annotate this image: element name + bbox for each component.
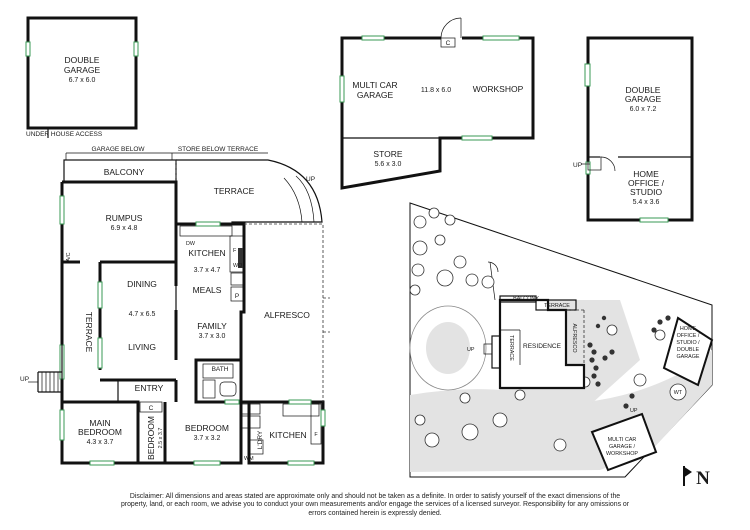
robe-label: C (149, 405, 154, 412)
kitchen-size: 3.7 x 4.7 (194, 267, 221, 274)
alfresco-label: ALFRESCO (264, 310, 310, 320)
ac-label: A/C (66, 252, 72, 261)
site-studio-label-4: DOUBLE (677, 347, 700, 353)
home-office-label-3: STUDIO (630, 187, 663, 197)
site-residence-label: RESIDENCE (523, 343, 562, 350)
north-arrow-icon: N (683, 466, 710, 489)
main-bedroom-label-2: BEDROOM (78, 427, 122, 437)
fridge-label: F (233, 248, 237, 254)
fridge2-label: F (314, 432, 318, 438)
terrace-label: TERRACE (214, 186, 255, 196)
site-up-label-1: UP (467, 347, 475, 353)
workshop-label: WORKSHOP (473, 84, 524, 94)
store-label: STORE (373, 149, 402, 159)
garage-under-size: 6.7 x 6.0 (69, 77, 96, 84)
kitchen-label: KITCHEN (188, 248, 225, 258)
washing-machine-label: WM (244, 456, 254, 462)
studio-garage-size: 6.0 x 7.2 (630, 106, 657, 113)
home-office-label-1: HOME (633, 169, 659, 179)
site-balcony-label: BALCONY (513, 296, 539, 302)
studio-plan: DOUBLE GARAGE 6.0 x 7.2 HOME OFFICE / ST… (573, 36, 694, 223)
bath-label: BATH (212, 366, 229, 373)
studio-garage-label-1: DOUBLE (626, 85, 661, 95)
bedroom-size: 3.7 x 3.2 (194, 435, 221, 442)
family-size: 3.7 x 3.0 (199, 333, 226, 340)
garage-under-plan: DOUBLE GARAGE 6.7 x 6.0 UNDER HOUSE ACCE… (25, 16, 139, 138)
store-size: 5.6 x 3.0 (375, 161, 402, 168)
disclaimer-text: Disclaimer: All dimensions and areas sta… (120, 493, 630, 517)
dining-living-size: 4.7 x 6.5 (129, 311, 156, 318)
site-workshop-label-1: MULTI CAR (608, 437, 637, 443)
bedroom-label: BEDROOM (185, 423, 229, 433)
water-tank-label: WT (674, 390, 683, 396)
stairs-up-label: UP (20, 376, 29, 383)
garage-under-label-2: GARAGE (64, 65, 101, 75)
site-workshop-label-3: WORKSHOP (606, 451, 638, 457)
home-office-label-2: OFFICE / (628, 178, 665, 188)
garage-under-label-1: DOUBLE (65, 55, 100, 65)
rumpus-size: 6.9 x 4.8 (111, 225, 138, 232)
site-studio-label-5: GARAGE (676, 354, 699, 360)
laundry-label: L'DRY (257, 430, 264, 449)
home-office-size: 5.4 x 3.6 (633, 199, 660, 206)
meals-label: MEALS (193, 285, 222, 295)
site-plan: BALCONY TERRACE RESIDENCE TERRACE ALFRES… (409, 202, 714, 478)
balcony-label: BALCONY (104, 167, 145, 177)
north-label: N (696, 468, 710, 489)
workshop-cupboard-label: C (446, 40, 451, 47)
wall-oven-label: WO (233, 263, 242, 269)
entry-label: ENTRY (135, 383, 164, 393)
site-studio-label-1: HOME (680, 326, 697, 332)
site-studio-label-3: STUDIO / (676, 340, 700, 346)
site-side-terrace-label: TERRACE (508, 335, 514, 361)
workshop-plan: C MULTI CAR GARAGE 11.8 x 6.0 WORKSHOP S… (339, 17, 535, 190)
under-house-access-label: UNDER HOUSE ACCESS (26, 131, 103, 138)
kitchen2-label: KITCHEN (269, 430, 306, 440)
studio-up-label: UP (573, 162, 582, 169)
small-bedroom-size: 2.5 x 3.7 (158, 428, 164, 449)
terrace-up-label: UP (306, 176, 315, 183)
multi-car-garage-label-2: GARAGE (357, 90, 394, 100)
multi-car-garage-size: 11.8 x 6.0 (421, 87, 451, 94)
dishwasher-label: DW (186, 241, 196, 247)
main-house-plan: GARAGE BELOW STORE BELOW TERRACE BALCONY… (20, 146, 330, 466)
studio-garage-label-2: GARAGE (625, 94, 662, 104)
site-studio-label-2: OFFICE / (677, 333, 700, 339)
dining-label: DINING (127, 279, 157, 289)
family-label: FAMILY (197, 321, 227, 331)
multi-car-garage-label-1: MULTI CAR (352, 80, 397, 90)
main-bedroom-label-1: MAIN (89, 418, 110, 428)
site-alfresco-label: ALFRESCO (571, 323, 577, 352)
pantry-label: P (235, 293, 239, 300)
rumpus-label: RUMPUS (106, 213, 143, 223)
site-workshop-label-2: GARAGE / (609, 444, 636, 450)
side-terrace-label: TERRACE (84, 312, 94, 353)
living-label: LIVING (128, 342, 156, 352)
garage-below-label: GARAGE BELOW (91, 146, 145, 153)
store-below-terrace-label: STORE BELOW TERRACE (178, 146, 259, 153)
site-terrace-label: TERRACE (544, 303, 570, 309)
main-bedroom-size: 4.3 x 3.7 (87, 439, 114, 446)
site-up-label-2: UP (630, 408, 638, 414)
small-bedroom-label: BEDROOM (146, 416, 156, 460)
